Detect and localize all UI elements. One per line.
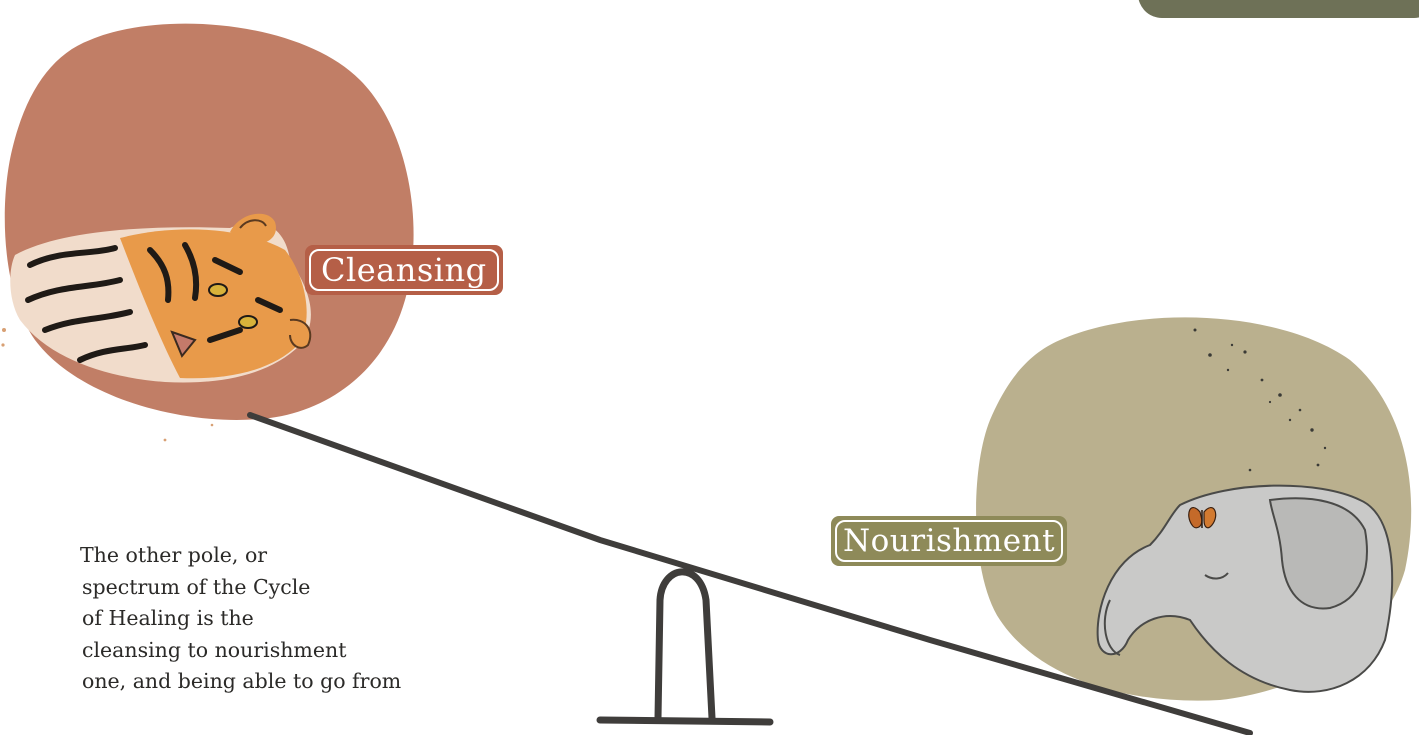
tiger-illustration (10, 213, 312, 383)
seesaw-plank (247, 412, 1253, 735)
body-line-3: of Healing is the (82, 606, 254, 630)
top-corner-tab (1138, 0, 1419, 18)
seesaw-base (596, 716, 774, 726)
body-line-1: The other pole, or (80, 543, 268, 567)
speckles (1193, 328, 1327, 472)
nourishment-label: Nourishment (831, 516, 1068, 566)
body-line-4: cleansing to nourishment (82, 637, 347, 662)
orange-speckles (1, 328, 214, 442)
elephant-illustration (1096, 484, 1393, 693)
body-line-2: spectrum of the Cycle (82, 574, 311, 599)
butterfly-illustration (1188, 506, 1217, 529)
body-paragraph: The other pole, or spectrum of the Cycle… (80, 540, 510, 698)
seesaw-stand (654, 568, 716, 722)
cleansing-label: Cleansing (305, 245, 503, 295)
body-line-5: one, and being able to go from (82, 669, 402, 693)
nourishment-label-text: Nourishment (835, 520, 1064, 562)
cleansing-label-text: Cleansing (309, 249, 499, 291)
